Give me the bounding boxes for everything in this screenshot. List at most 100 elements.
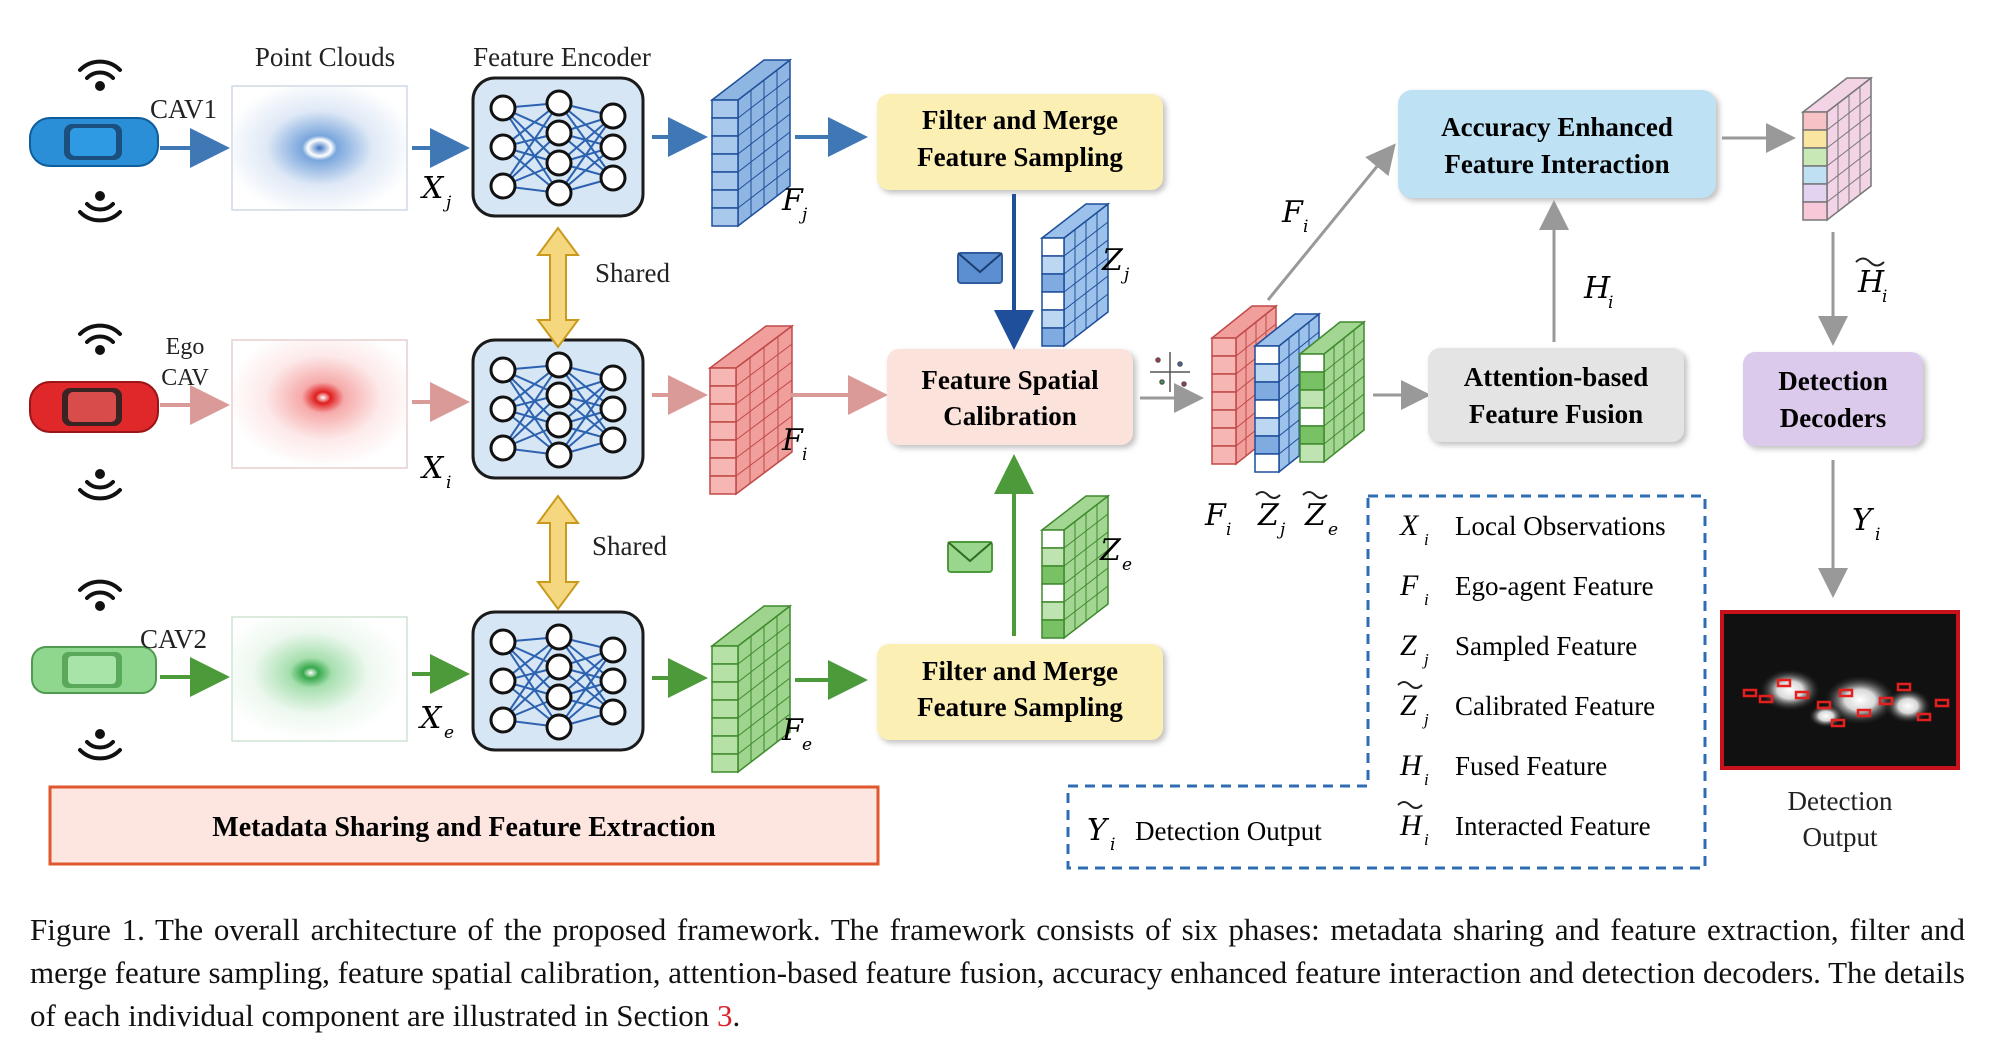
metadata-label: Metadata Sharing and Feature Extraction	[212, 812, 716, 843]
calibration-line2: Calibration	[943, 401, 1077, 431]
legend-text: Fused Feature	[1455, 751, 1607, 781]
symbol-ze: Z	[1099, 533, 1122, 568]
legend-sym-yi: Y	[1087, 813, 1110, 848]
detection-output-image	[1720, 610, 1960, 770]
symbol-xi-sub: i	[446, 473, 451, 493]
stack-symbol-ze: Z	[1304, 498, 1327, 533]
point-cloud-ego	[231, 339, 408, 469]
legend-symbol-sub: i	[1424, 830, 1429, 849]
wifi-icon	[78, 323, 122, 501]
feature-encoder-label: Feature Encoder	[473, 42, 651, 72]
accuracy-interaction-box: Accuracy Enhanced Feature Interaction	[1398, 90, 1716, 198]
legend-text: Calibrated Feature	[1455, 691, 1655, 721]
legend-sym-yi-sub: i	[1110, 835, 1115, 855]
filter-bottom-line1: Filter and Merge	[922, 656, 1118, 686]
symbol-yi-sub: i	[1875, 525, 1880, 545]
symbol-h-tilde: H	[1857, 265, 1885, 300]
accuracy-line2: Feature Interaction	[1444, 149, 1669, 179]
symbol-fi: F	[781, 423, 804, 458]
caption-section-ref[interactable]: 3	[716, 998, 733, 1033]
decoders-line1: Detection	[1778, 366, 1887, 396]
stack-symbol-ze-sub: e	[1328, 520, 1338, 540]
legend-tilde	[1397, 681, 1423, 689]
legend-symbol: H	[1399, 749, 1424, 782]
symbol-fj: F	[781, 183, 804, 218]
feature-cube-ze	[1039, 494, 1111, 640]
legend-symbol: X	[1399, 509, 1420, 542]
neural-net-icon	[471, 76, 645, 218]
shared-arrow-top	[536, 226, 580, 349]
detection-output-label-line1: Detection	[1788, 786, 1893, 816]
symbol-fe: F	[781, 713, 804, 748]
legend-tilde	[1397, 801, 1423, 809]
point-cloud-cav1	[231, 85, 408, 211]
legend-symbol: Z	[1400, 689, 1417, 722]
feature-cube-fi	[707, 324, 795, 496]
calibration-line1: Feature Spatial	[921, 365, 1099, 395]
car-blue-icon	[29, 117, 159, 167]
shared-arrow-bottom	[536, 494, 580, 611]
attention-fusion-box: Attention-based Feature Fusion	[1428, 348, 1684, 442]
feature-cube-zj	[1039, 202, 1111, 348]
wifi-icon	[78, 59, 122, 223]
symbol-h-tilde-sub: i	[1882, 287, 1887, 307]
architecture-diagram: Point Clouds Feature Encoder CAV1 X j Eg…	[29, 42, 1960, 870]
arrow-stack-to-accuracy	[1266, 143, 1396, 301]
symbol-xe-sub: e	[444, 723, 454, 743]
symbol-hi-sub: i	[1608, 293, 1613, 313]
symbol-zj-sub: j	[1120, 265, 1130, 285]
tilde-ze	[1302, 491, 1328, 499]
tilde-h	[1855, 257, 1885, 267]
symbol-fi-up: F	[1281, 195, 1304, 230]
tilde-zj	[1255, 491, 1281, 499]
figure-caption: Figure 1. The overall architecture of th…	[30, 908, 1965, 1037]
caption-end: .	[732, 998, 741, 1033]
legend-symbol-sub: i	[1424, 590, 1429, 609]
legend-text: Local Observations	[1455, 511, 1666, 541]
symbol-xi: X	[420, 451, 445, 486]
legend-symbol: H	[1399, 809, 1424, 842]
neural-net-icon	[471, 610, 645, 752]
stack-symbol-zj-sub: j	[1276, 520, 1286, 540]
symbol-xj-sub: j	[442, 193, 452, 213]
legend-symbol-sub: i	[1424, 530, 1429, 549]
wifi-icon	[78, 579, 122, 761]
legend-symbol: F	[1399, 569, 1419, 602]
filter-merge-box-top: Filter and Merge Feature Sampling	[877, 94, 1163, 190]
symbol-fi-up-sub: i	[1303, 217, 1308, 237]
legend-output-text: Detection Output	[1135, 816, 1322, 846]
legend-text: Interacted Feature	[1455, 811, 1651, 841]
ego-label-line1: Ego	[166, 334, 205, 360]
symbol-ze-sub: e	[1122, 555, 1132, 575]
metadata-sharing-box: Metadata Sharing and Feature Extraction	[48, 785, 880, 866]
filter-top-line2: Feature Sampling	[917, 142, 1123, 172]
accuracy-line1: Accuracy Enhanced	[1441, 112, 1673, 142]
car-green-icon	[31, 646, 157, 694]
symbol-fj-sub: j	[798, 205, 808, 225]
symbol-yi: Y	[1852, 503, 1875, 538]
neural-net-icon	[471, 338, 645, 480]
filter-top-line1: Filter and Merge	[922, 105, 1118, 135]
symbol-fe-sub: e	[802, 735, 812, 755]
feature-cube-fj	[709, 58, 793, 228]
envelope-icon	[957, 252, 1003, 284]
legend-symbol-sub: j	[1422, 650, 1429, 669]
legend-symbol-sub: j	[1422, 710, 1429, 729]
legend-text: Sampled Feature	[1455, 631, 1637, 661]
stack-cube-ze	[1297, 320, 1367, 464]
car-red-icon	[29, 381, 159, 433]
detection-output-label-line2: Output	[1802, 822, 1878, 852]
shared-label-bottom: Shared	[592, 531, 667, 561]
feature-cube-fe	[709, 604, 793, 774]
feature-cube-interacted	[1800, 76, 1874, 222]
symbol-xj: X	[420, 171, 445, 206]
point-cloud-cav2	[231, 616, 408, 742]
legend-symbol: Z	[1400, 629, 1417, 662]
attention-line1: Attention-based	[1464, 362, 1649, 392]
symbol-zj: Z	[1101, 243, 1124, 278]
